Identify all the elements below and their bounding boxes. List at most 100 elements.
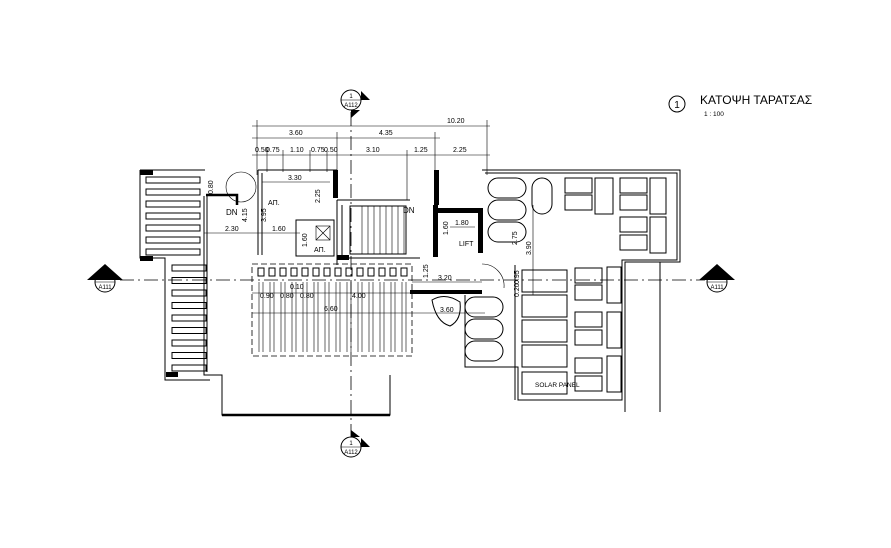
louver [145, 188, 201, 196]
pergola-slat [345, 267, 353, 277]
solar-panel [574, 329, 603, 346]
solar-panel [574, 267, 603, 284]
solar-heater [487, 177, 527, 199]
landing-wall [410, 290, 482, 294]
section-marker-right[interactable]: 1 A111 [699, 264, 735, 293]
lift-label: LIFT [459, 241, 474, 248]
dim-label: 3.95 [261, 208, 268, 222]
solar-panel [574, 357, 603, 374]
solar-panel [574, 311, 603, 328]
louver [171, 327, 207, 334]
pergola-slat [400, 267, 408, 277]
dim-label: 0.95 [514, 270, 521, 284]
right-roof-outline [464, 169, 681, 412]
room-label: ΑΠ. [268, 200, 280, 207]
solar-panel-label: SOLAR PANEL [535, 382, 580, 389]
dim-label: 4.35 [379, 130, 393, 137]
marker-number: 1 [103, 275, 107, 281]
solar-heater [464, 340, 504, 362]
pergola-slat [301, 267, 309, 277]
dim-label: 2.30 [225, 226, 239, 233]
dim-label: 3.30 [288, 175, 302, 182]
louver [171, 277, 207, 284]
pergola-slat [356, 267, 364, 277]
solar-panel [619, 234, 648, 251]
title-text: ΚΑΤΟΨΗ ΤΑΡΑΤΣΑΣ [700, 93, 812, 107]
solar-panel [521, 269, 568, 293]
dim-label: 0.90 [260, 293, 274, 300]
solar-panel [574, 284, 603, 301]
room [257, 169, 338, 255]
wc-label: ΑΠ. [314, 247, 326, 254]
pergola-slat [378, 267, 386, 277]
pergola-slats [257, 267, 408, 352]
solar-panel [619, 216, 648, 233]
solar-panel [564, 194, 593, 211]
title-scale: 1 : 100 [704, 111, 724, 118]
louver [171, 289, 207, 297]
louver [171, 314, 207, 322]
solar-panel [521, 344, 568, 368]
pergola-slat [389, 267, 397, 277]
section-marker-top[interactable]: 1 A112 [340, 89, 370, 118]
solar-panel [521, 371, 568, 395]
pergola-slat [268, 267, 276, 277]
solar-heater [464, 318, 504, 340]
pergola-slat [323, 267, 331, 277]
marker-sheet: A112 [344, 450, 358, 456]
marker-number: 1 [715, 275, 719, 281]
door-swing [481, 263, 505, 289]
marker-number: 1 [349, 94, 353, 100]
dim-label: 4.15 [242, 208, 249, 222]
wall [434, 170, 439, 205]
terrace-outline [203, 196, 391, 416]
dim-label: 0.10 [290, 284, 304, 291]
solar-panel [521, 294, 568, 318]
parapet-wall [206, 193, 239, 205]
solar-panel [619, 194, 648, 211]
dim-label: 3.60 [440, 307, 454, 314]
dim-label: 1.25 [423, 264, 430, 278]
dim-label: 6.60 [324, 306, 338, 313]
marker-sheet: A111 [710, 285, 724, 291]
solar-heater [487, 199, 527, 221]
dim-label: 0.75 [311, 147, 325, 154]
pergola-slat [367, 267, 375, 277]
solar-panel [564, 177, 593, 194]
louver [145, 248, 201, 256]
louver [145, 200, 201, 208]
pergola-slat [279, 267, 287, 277]
dim-label: 0.75 [266, 147, 280, 154]
dim-label: 0.80 [280, 293, 294, 300]
solar-panel [521, 319, 568, 343]
louvers [145, 176, 207, 372]
solar-panel [574, 375, 603, 392]
section-marker-bottom[interactable]: 1 A112 [340, 430, 370, 458]
wc [295, 219, 335, 257]
louver [145, 176, 201, 184]
dim-label: 2.25 [453, 147, 467, 154]
louver [171, 264, 207, 272]
louver [171, 352, 207, 359]
solar-heater [464, 296, 504, 318]
dimension-lines [252, 120, 490, 200]
dim-label: 0.80 [208, 180, 215, 194]
louver [145, 236, 201, 244]
louver [171, 302, 207, 309]
solar-panel [606, 311, 622, 349]
dim-label: 1.60 [302, 233, 309, 247]
dim-label: 4.00 [352, 293, 366, 300]
section-marker-left[interactable]: 1 A111 [87, 264, 123, 293]
solar-panel [606, 355, 622, 393]
solar-panel [606, 266, 622, 304]
solar-panel [649, 216, 667, 254]
dn-stair-label: DN [403, 206, 415, 215]
louver [145, 224, 201, 232]
louver [171, 364, 207, 372]
dn-label: DN [226, 208, 238, 217]
solar-heater [487, 221, 527, 243]
stair-core [336, 199, 420, 265]
solar-heater [531, 177, 553, 215]
pergola-slat [334, 267, 342, 277]
